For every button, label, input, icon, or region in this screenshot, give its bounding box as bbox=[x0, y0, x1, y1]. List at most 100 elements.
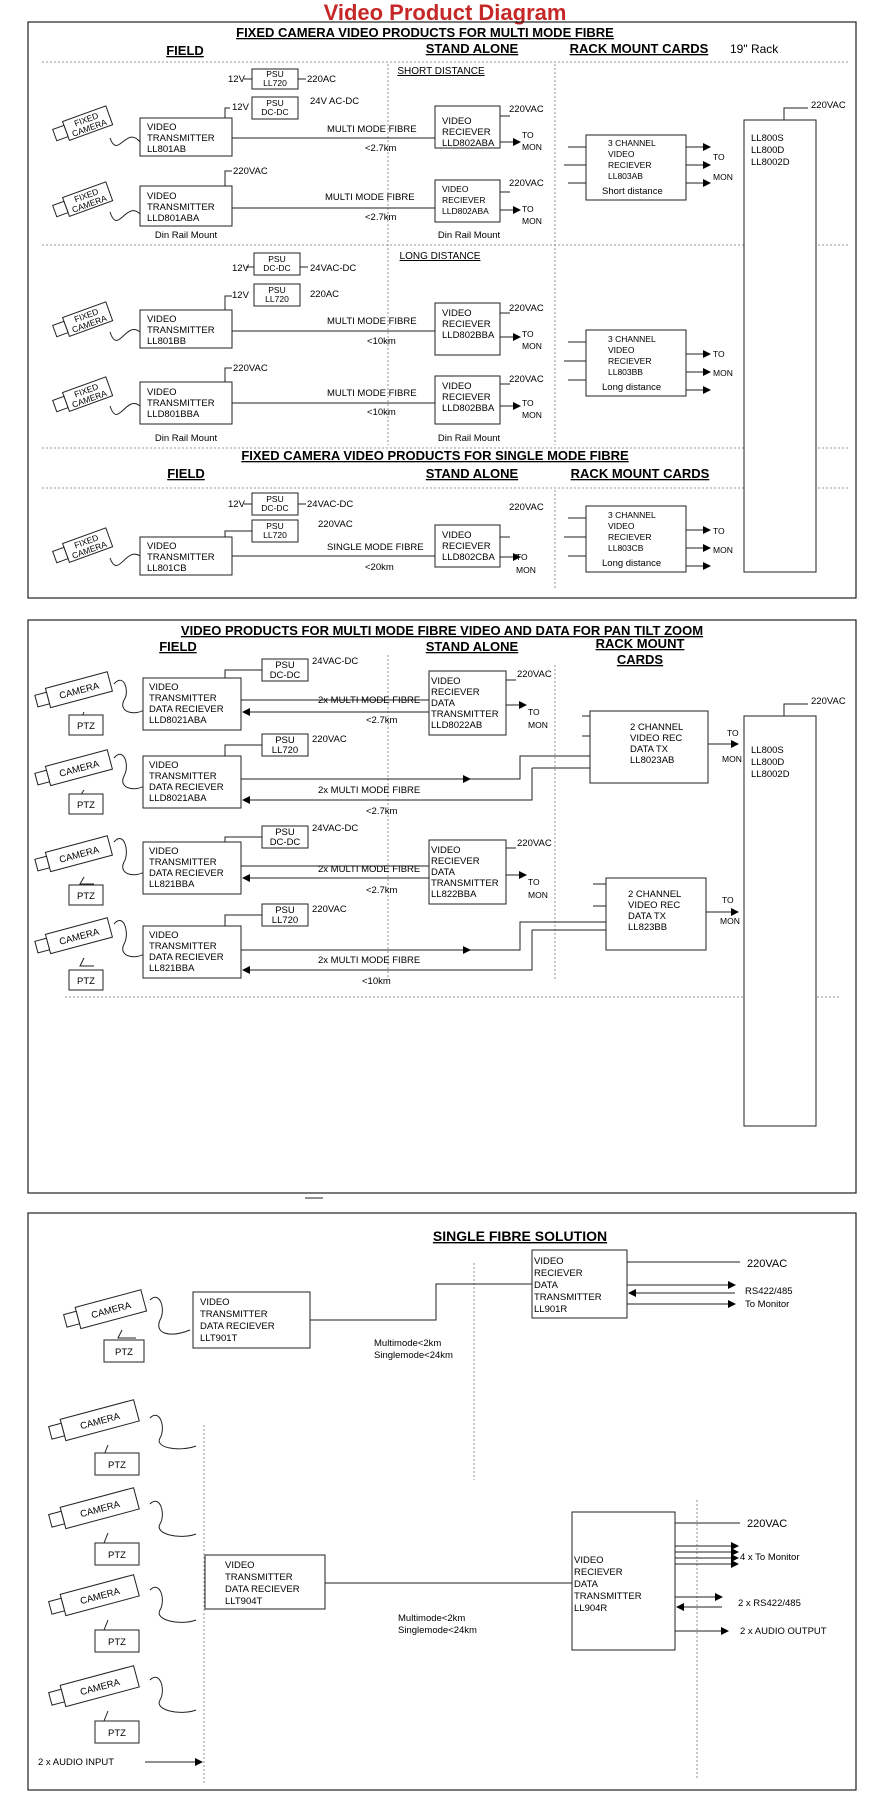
svg-text:24VAC-DC: 24VAC-DC bbox=[310, 263, 356, 274]
svg-text:TO: TO bbox=[522, 130, 534, 140]
svg-text:2x MULTI MODE FIBRE: 2x MULTI MODE FIBRE bbox=[318, 695, 420, 706]
svg-text:VIDEO: VIDEO bbox=[608, 149, 635, 159]
tx-llt901t: VIDEO TRANSMITTER DATA RECIEVER LLT901T bbox=[192, 1291, 311, 1349]
svg-text:To Monitor: To Monitor bbox=[745, 1299, 789, 1310]
svg-text:<2.7km: <2.7km bbox=[366, 806, 398, 817]
svg-text:DATA TX: DATA TX bbox=[628, 911, 667, 922]
svg-text:TO: TO bbox=[722, 895, 734, 905]
svg-text:RECIEVER: RECIEVER bbox=[608, 160, 651, 170]
svg-text:VIDEO REC: VIDEO REC bbox=[628, 900, 680, 911]
svg-text:220VAC: 220VAC bbox=[747, 1258, 787, 1270]
single-fibre-row-4: CAMERA PTZ CAMERA PTZ bbox=[38, 1399, 827, 1768]
single-mode-title: FIXED CAMERA VIDEO PRODUCTS FOR SINGLE M… bbox=[241, 448, 629, 463]
svg-text:MON: MON bbox=[522, 216, 542, 226]
receiver-lld802aba-1: VIDEO RECIEVER LLD802ABA 220VAC TO MON bbox=[434, 104, 544, 152]
svg-text:LL803CB: LL803CB bbox=[608, 543, 644, 553]
fixed-camera-icon: FIXED CAMERA bbox=[52, 181, 114, 218]
psu-ll720-sm: PSU LL720 220VAC bbox=[251, 519, 353, 543]
svg-text:VIDEO: VIDEO bbox=[431, 676, 461, 687]
panel-fixed-camera: FIXED CAMERA VIDEO PRODUCTS FOR MULTI MO… bbox=[27, 21, 857, 599]
svg-text:MON: MON bbox=[516, 565, 536, 575]
svg-text:PTZ: PTZ bbox=[77, 800, 95, 811]
svg-text:<2.7km: <2.7km bbox=[366, 715, 398, 726]
svg-text:TRANSMITTER: TRANSMITTER bbox=[147, 202, 215, 213]
svg-text:220VAC: 220VAC bbox=[233, 363, 268, 374]
svg-text:Singlemode<24km: Singlemode<24km bbox=[398, 1625, 477, 1636]
svg-text:LL720: LL720 bbox=[265, 294, 289, 304]
svg-text:PSU: PSU bbox=[268, 285, 285, 295]
svg-text:VIDEO: VIDEO bbox=[442, 530, 472, 541]
svg-text:VIDEO: VIDEO bbox=[442, 308, 472, 319]
svg-text:LL800S: LL800S bbox=[751, 745, 784, 756]
svg-text:LLD8021ABA: LLD8021ABA bbox=[149, 715, 207, 726]
row-ll801bb: FIXED CAMERA VIDEO TRANSMITTER LL801BB M… bbox=[52, 295, 544, 356]
svg-text:TRANSMITTER: TRANSMITTER bbox=[574, 1591, 642, 1602]
card-ll823bb: 2 CHANNEL VIDEO REC DATA TX LL823BB TO M… bbox=[593, 877, 740, 951]
psu-ll720: PSU LL720 12V 220AC bbox=[228, 68, 336, 90]
svg-text:220VAC: 220VAC bbox=[509, 502, 544, 513]
svg-text:<2.7km: <2.7km bbox=[365, 212, 397, 223]
svg-text:LL801AB: LL801AB bbox=[147, 144, 186, 155]
svg-text:RACK MOUNT: RACK MOUNT bbox=[596, 636, 685, 651]
tx-ll821bba-1: VIDEO TRANSMITTER DATA RECIEVER LL821BBA bbox=[142, 841, 242, 895]
psu-dc-dc-ptz: PSU DC-DC 24VAC-DC bbox=[261, 656, 358, 682]
psu-dc-dc-ptz-2: PSU DC-DC 24VAC-DC bbox=[261, 823, 358, 849]
svg-text:MULTI MODE FIBRE: MULTI MODE FIBRE bbox=[327, 316, 417, 327]
svg-text:RECIEVER: RECIEVER bbox=[442, 319, 491, 330]
svg-text:2x MULTI MODE FIBRE: 2x MULTI MODE FIBRE bbox=[318, 864, 420, 875]
svg-text:LL800S: LL800S bbox=[751, 133, 784, 144]
receiver-lld802bba-2: VIDEO RECIEVER LLD802BBA 220VAC TO MON bbox=[434, 374, 544, 425]
svg-text:VIDEO: VIDEO bbox=[147, 314, 177, 325]
svg-text:LL823BB: LL823BB bbox=[628, 922, 667, 933]
svg-text:DATA: DATA bbox=[431, 867, 456, 878]
svg-text:DATA: DATA bbox=[431, 698, 456, 709]
svg-text:VIDEO: VIDEO bbox=[608, 345, 635, 355]
svg-text:220VAC: 220VAC bbox=[509, 303, 544, 314]
svg-text:DATA RECIEVER: DATA RECIEVER bbox=[225, 1584, 300, 1595]
svg-text:RECIEVER: RECIEVER bbox=[534, 1268, 583, 1279]
svg-text:3 CHANNEL: 3 CHANNEL bbox=[608, 138, 656, 148]
svg-text:PSU: PSU bbox=[266, 69, 283, 79]
svg-text:RS422/485: RS422/485 bbox=[745, 1286, 793, 1297]
row-ll801ab: FIXED CAMERA PSU LL720 12V 220AC PSU DC-… bbox=[52, 68, 544, 157]
svg-text:220VAC: 220VAC bbox=[509, 178, 544, 189]
svg-text:LL901R: LL901R bbox=[534, 1304, 567, 1315]
tx-ll821bba-2: VIDEO TRANSMITTER DATA RECIEVER LL821BBA bbox=[142, 925, 242, 979]
svg-text:TRANSMITTER: TRANSMITTER bbox=[147, 398, 215, 409]
ptz-box: PTZ bbox=[68, 714, 104, 736]
receiver-lld802aba-2: VIDEO RECIEVER LLD802ABA 220VAC TO MON bbox=[434, 178, 544, 226]
svg-text:220VAC: 220VAC bbox=[811, 100, 846, 111]
card-ll803ab: 3 CHANNEL VIDEO RECIEVER LL803AB Short d… bbox=[564, 134, 733, 201]
svg-text:LL803BB: LL803BB bbox=[608, 367, 643, 377]
svg-text:PSU: PSU bbox=[268, 254, 285, 264]
svg-text:RECIEVER: RECIEVER bbox=[442, 127, 491, 138]
tx-lld8021aba-2: VIDEO TRANSMITTER DATA RECIEVER LLD8021A… bbox=[142, 755, 242, 809]
camera-icon: CAMERA bbox=[34, 671, 114, 709]
short-distance-label: SHORT DISTANCE bbox=[397, 66, 485, 77]
svg-text:<2.7km: <2.7km bbox=[366, 885, 398, 896]
sm-rack-heading: RACK MOUNT CARDS bbox=[571, 466, 710, 481]
svg-text:12V: 12V bbox=[228, 499, 246, 510]
svg-text:2x MULTI MODE FIBRE: 2x MULTI MODE FIBRE bbox=[318, 955, 420, 966]
camera-icon: CAMERA bbox=[34, 749, 114, 787]
transmitter-ll801cb: VIDEO TRANSMITTER LL801CB bbox=[139, 536, 233, 576]
svg-text:LL8023AB: LL8023AB bbox=[630, 755, 674, 766]
svg-text:Multimode<2km: Multimode<2km bbox=[374, 1338, 441, 1349]
svg-text:12V: 12V bbox=[232, 290, 250, 301]
svg-text:TO: TO bbox=[528, 707, 540, 717]
svg-text:<10km: <10km bbox=[367, 407, 396, 418]
svg-text:PSU: PSU bbox=[275, 827, 295, 838]
panel1-title: FIXED CAMERA VIDEO PRODUCTS FOR MULTI MO… bbox=[236, 25, 614, 40]
svg-text:TRANSMITTER: TRANSMITTER bbox=[149, 771, 217, 782]
svg-text:CARDS: CARDS bbox=[617, 652, 664, 667]
ptz-box: PTZ bbox=[94, 1452, 140, 1476]
svg-text:PSU: PSU bbox=[266, 521, 283, 531]
svg-text:LLD8021ABA: LLD8021ABA bbox=[149, 793, 207, 804]
svg-text:DATA RECIEVER: DATA RECIEVER bbox=[149, 952, 224, 963]
svg-text:MON: MON bbox=[522, 410, 542, 420]
svg-text:LL800D: LL800D bbox=[751, 757, 784, 768]
svg-text:PTZ: PTZ bbox=[77, 721, 95, 732]
svg-text:12V: 12V bbox=[232, 263, 250, 274]
svg-text:DATA RECIEVER: DATA RECIEVER bbox=[200, 1321, 275, 1332]
sm-standalone-heading: STAND ALONE bbox=[426, 466, 519, 481]
